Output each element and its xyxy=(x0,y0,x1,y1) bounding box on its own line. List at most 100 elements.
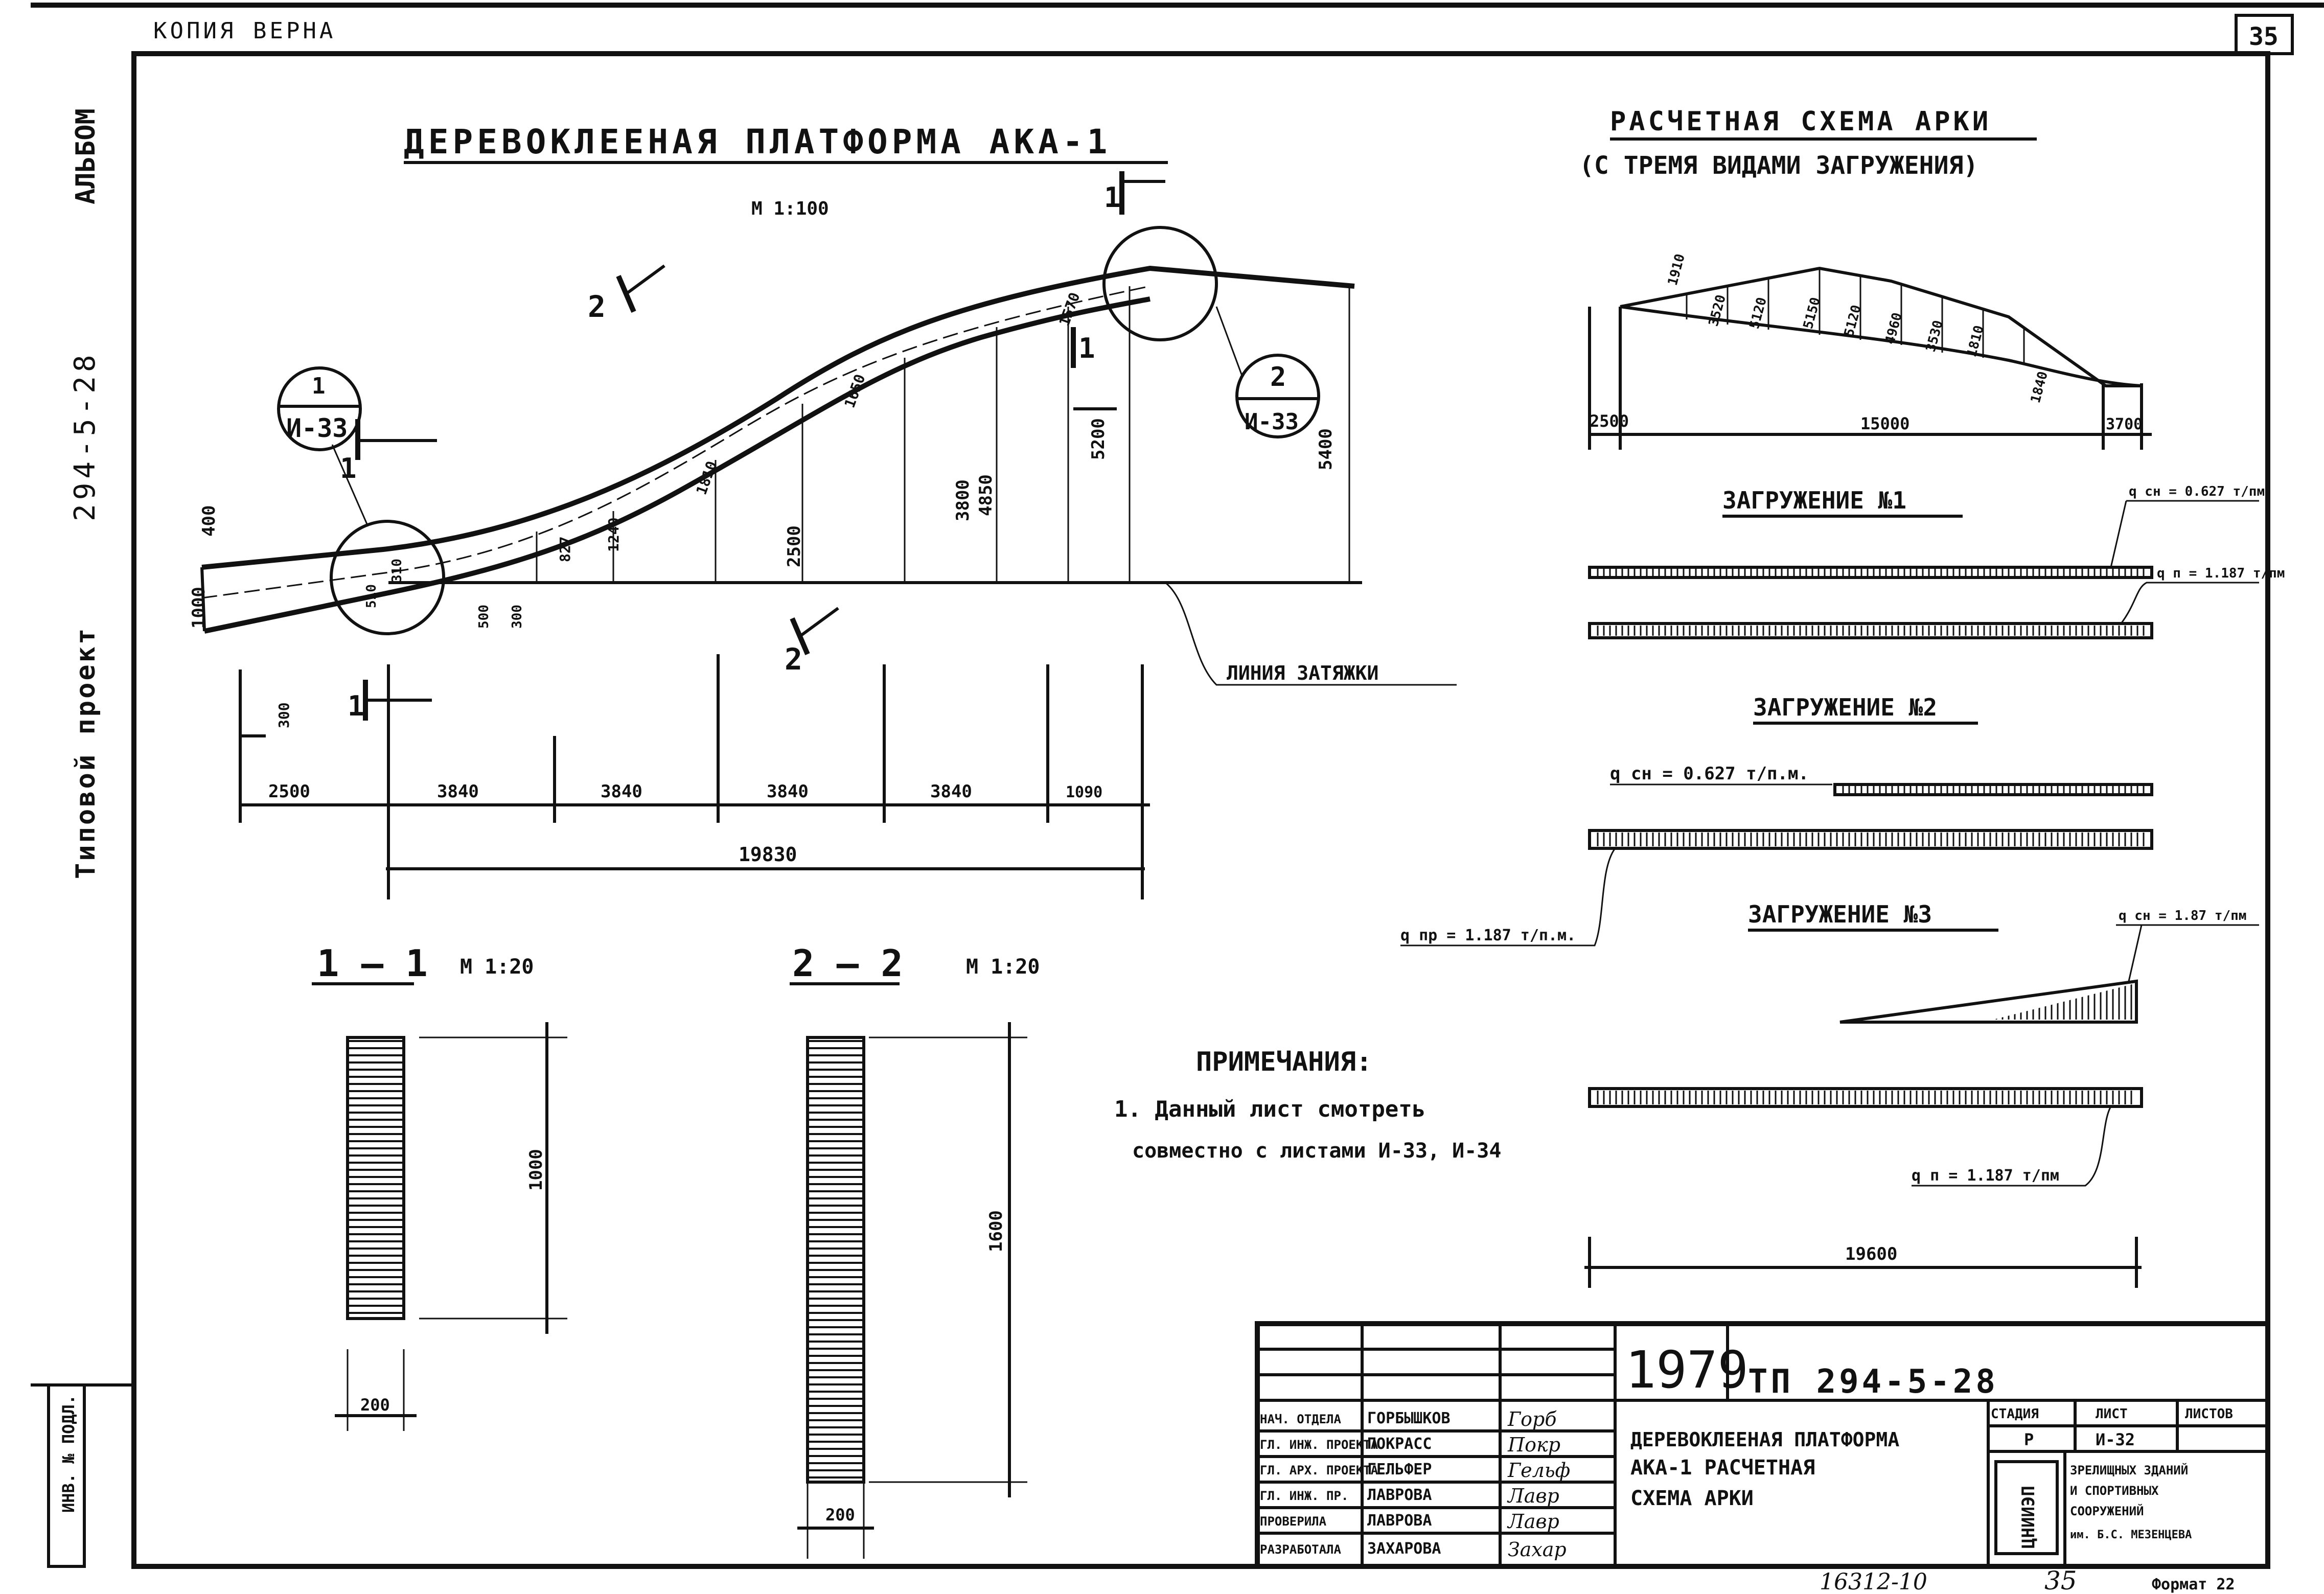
small-dim: 300 xyxy=(275,702,292,728)
svg-text:2500: 2500 xyxy=(1590,411,1629,431)
section-marker-1-top: 1 xyxy=(1104,171,1165,215)
stamp-roles: НАЧ. ОТДЕЛА ГЛ. ИНЖ. ПРОЕКТА ГЛ. АРХ. ПР… xyxy=(1260,1412,1378,1557)
svg-text:И СПОРТИВНЫХ: И СПОРТИВНЫХ xyxy=(2070,1484,2159,1498)
svg-text:200: 200 xyxy=(360,1395,390,1415)
svg-text:ГЛ. АРХ. ПРОЕКТА: ГЛ. АРХ. ПРОЕКТА xyxy=(1260,1463,1378,1477)
svg-text:ЛИСТОВ: ЛИСТОВ xyxy=(2185,1406,2233,1422)
svg-text:им. Б.С. МЕЗЕНЦЕВА: им. Б.С. МЕЗЕНЦЕВА xyxy=(2070,1529,2192,1541)
case3-triangular-load xyxy=(1839,979,2138,1024)
side-code: 294-5-28 xyxy=(68,351,102,521)
side-inv: ИНВ. № ПОДЛ. xyxy=(59,1395,78,1513)
notes-block: ПРИМЕЧАНИЯ: 1. Данный лист смотреть совм… xyxy=(1114,1047,1501,1163)
svg-text:3840: 3840 xyxy=(930,781,972,802)
section-1-hatched xyxy=(346,1036,405,1320)
svg-text:1000: 1000 xyxy=(526,1149,546,1191)
scheme-ordinates xyxy=(1686,268,2025,364)
svg-text:400: 400 xyxy=(199,505,219,537)
stamp-description-2: АКА-1 РАСЧЕТНАЯ xyxy=(1630,1456,1815,1480)
callout-1-number: 1 xyxy=(312,373,326,399)
svg-text:Горб: Горб xyxy=(1507,1408,1557,1430)
scheme-arch-line xyxy=(1620,305,2142,387)
svg-text:ЛАВРОВА: ЛАВРОВА xyxy=(1367,1486,1432,1504)
svg-text:ГЛ. ИНЖ. ПРОЕКТА: ГЛ. ИНЖ. ПРОЕКТА xyxy=(1260,1438,1378,1452)
stamp-logo: ЦНИИЭП xyxy=(2018,1486,2039,1549)
svg-text:1600: 1600 xyxy=(986,1210,1006,1252)
svg-text:Лавр: Лавр xyxy=(1507,1485,1559,1507)
svg-text:2: 2 xyxy=(785,642,802,677)
case1-load-bottom xyxy=(1588,622,2153,639)
svg-text:1090: 1090 xyxy=(1066,783,1102,801)
section-1-scale: М 1:20 xyxy=(460,955,534,979)
scheme-title: РАСЧЕТНАЯ СХЕМА АРКИ xyxy=(1610,106,1991,137)
svg-text:ЛИСТ: ЛИСТ xyxy=(2096,1406,2128,1422)
scheme-subtitle: (С ТРЕМЯ ВИДАМИ ЗАГРУЖЕНИЯ) xyxy=(1579,151,1978,180)
svg-text:510: 510 xyxy=(364,584,379,608)
span-dim: 19600 xyxy=(1845,1244,1897,1264)
svg-text:1810: 1810 xyxy=(693,459,721,497)
svg-text:Покр: Покр xyxy=(1507,1434,1560,1456)
case2-load-bottom xyxy=(1588,829,2153,850)
main-elevation: ДЕРЕВОКЛЕЕНАЯ ПЛАТФОРМА АКА-1 М 1:100 xyxy=(189,122,1457,899)
callout-2-number: 2 xyxy=(1270,362,1286,392)
case1-title: ЗАГРУЖЕНИЕ №1 xyxy=(1722,487,1906,514)
side-album: АЛЬБОМ xyxy=(71,108,101,204)
footer-page: 35 xyxy=(2044,1566,2077,1594)
svg-text:НАЧ. ОТДЕЛА: НАЧ. ОТДЕЛА xyxy=(1260,1412,1341,1426)
section-marker-1-bottom: 1 xyxy=(348,680,432,722)
section-1-1: 1 — 1 М 1:20 1000 200 xyxy=(312,942,567,1431)
svg-text:Р: Р xyxy=(2024,1430,2034,1449)
svg-text:Захар: Захар xyxy=(1508,1538,1567,1561)
svg-text:1840: 1840 xyxy=(2028,370,2051,405)
svg-text:Гельф: Гельф xyxy=(1507,1459,1570,1482)
svg-text:ЗРЕЛИЩНЫХ ЗДАНИЙ: ЗРЕЛИЩНЫХ ЗДАНИЙ xyxy=(2070,1463,2188,1477)
svg-text:300: 300 xyxy=(510,605,525,629)
section-2-hatched xyxy=(806,1036,865,1484)
detail-circle-1 xyxy=(330,520,445,635)
svg-text:200: 200 xyxy=(825,1505,855,1524)
section-2-2: 2 — 2 М 1:20 1600 200 xyxy=(790,942,1040,1559)
section-1-label: 1 — 1 xyxy=(317,942,428,985)
detail-circle-2 xyxy=(1102,226,1218,341)
svg-text:СТАДИЯ: СТАДИЯ xyxy=(1991,1406,2039,1422)
section-2-label: 2 — 2 xyxy=(792,942,903,985)
section-marker-2-upper: 2 xyxy=(588,264,665,324)
arch-top-chord xyxy=(201,265,1355,570)
svg-text:ПОКРАСС: ПОКРАСС xyxy=(1367,1435,1432,1453)
stamp-year: 1979 xyxy=(1625,1340,1748,1400)
svg-text:5200: 5200 xyxy=(1088,418,1109,460)
notes-line-2: совместно с листами И-33, И-34 xyxy=(1132,1139,1501,1163)
case1-load-top xyxy=(1588,566,2153,579)
svg-text:1910: 1910 xyxy=(1665,252,1688,287)
stamp-description-1: ДЕРЕВОКЛЕЕНАЯ ПЛАТФОРМА xyxy=(1630,1428,1899,1451)
sheet-frame xyxy=(31,3,2324,1569)
stamp-code: ТП 294-5-28 xyxy=(1748,1363,1998,1401)
svg-text:РАЗРАБОТАЛА: РАЗРАБОТАЛА xyxy=(1260,1542,1341,1557)
sheet-corner-number: 35 xyxy=(2249,22,2279,51)
case3-q2: q п = 1.187 т/пм xyxy=(1912,1167,2059,1185)
svg-text:1240: 1240 xyxy=(605,518,622,552)
svg-text:1000: 1000 xyxy=(189,587,209,629)
svg-text:1: 1 xyxy=(1104,181,1121,214)
arch-axis xyxy=(201,285,1151,599)
stamp-signatures: Горб Покр Гельф Лавр Лавр Захар xyxy=(1507,1408,1570,1561)
svg-text:3700: 3700 xyxy=(2106,415,2143,433)
svg-text:2500: 2500 xyxy=(268,781,310,802)
svg-text:ГЕЛЬФЕР: ГЕЛЬФЕР xyxy=(1367,1461,1432,1479)
svg-text:3520: 3520 xyxy=(1706,293,1729,328)
svg-text:310: 310 xyxy=(389,559,405,583)
notes-line-1: 1. Данный лист смотреть xyxy=(1114,1096,1425,1122)
svg-text:3840: 3840 xyxy=(767,781,809,802)
svg-text:ГОРБЫШКОВ: ГОРБЫШКОВ xyxy=(1367,1410,1451,1427)
main-scale: М 1:100 xyxy=(751,198,829,219)
arch-verticals xyxy=(536,286,1350,583)
tie-line-label: ЛИНИЯ ЗАТЯЖКИ xyxy=(1227,662,1378,684)
callout-2: 2 И-33 xyxy=(1235,354,1320,438)
svg-text:И-32: И-32 xyxy=(2096,1430,2135,1449)
section-marker-1-vertical: 1 xyxy=(1071,327,1117,410)
svg-text:2500: 2500 xyxy=(784,525,804,567)
footer-format: Формат 22 xyxy=(2152,1576,2235,1593)
main-title: ДЕРЕВОКЛЕЕНАЯ ПЛАТФОРМА АКА-1 xyxy=(404,122,1111,161)
scheme-arch-load-diagram xyxy=(1620,266,2142,387)
copy-label: КОПИЯ ВЕРНА xyxy=(153,18,336,44)
